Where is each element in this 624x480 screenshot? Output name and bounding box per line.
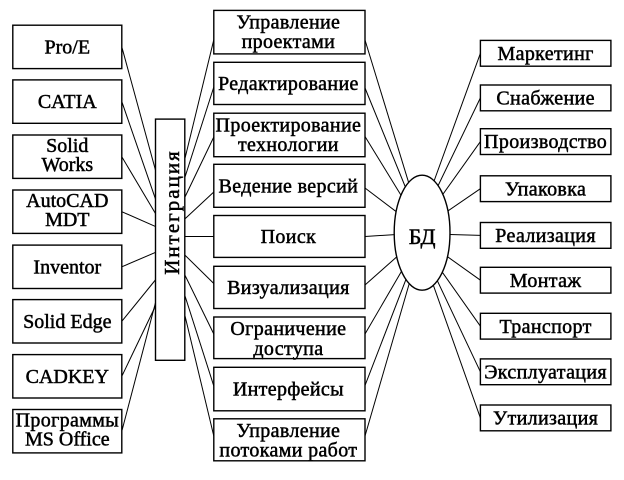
svg-text:Pro/E: Pro/E (45, 37, 91, 59)
svg-text:CADKEY: CADKEY (26, 366, 109, 388)
svg-text:Управление: Управление (236, 420, 340, 442)
svg-text:Транспорт: Транспорт (499, 316, 591, 338)
svg-text:БД: БД (409, 224, 436, 249)
svg-text:Проектирование: Проектирование (216, 114, 362, 136)
svg-text:Solid: Solid (46, 135, 88, 157)
svg-text:Управление: Управление (236, 12, 340, 34)
svg-text:Ведение версий: Ведение версий (219, 175, 359, 197)
svg-text:Маркетинг: Маркетинг (497, 43, 593, 65)
svg-text:Ограничение: Ограничение (230, 318, 346, 340)
svg-text:доступа: доступа (253, 338, 323, 360)
svg-text:технологии: технологии (238, 134, 339, 156)
svg-text:Редактирование: Редактирование (218, 73, 359, 95)
svg-text:Программы: Программы (16, 410, 119, 432)
svg-text:Монтаж: Монтаж (510, 270, 582, 292)
svg-text:Интеграция: Интеграция (160, 149, 184, 274)
svg-text:Снабжение: Снабжение (496, 88, 594, 110)
svg-text:Упаковка: Упаковка (505, 178, 586, 200)
svg-text:MS Office: MS Office (25, 429, 110, 451)
svg-text:CATIA: CATIA (38, 91, 97, 113)
svg-text:Утилизация: Утилизация (493, 408, 598, 430)
svg-text:проектами: проектами (242, 31, 336, 53)
svg-text:Inventor: Inventor (33, 256, 101, 278)
svg-text:AutoCAD: AutoCAD (26, 190, 108, 212)
svg-text:Визуализация: Визуализация (227, 277, 350, 299)
svg-text:MDT: MDT (45, 209, 89, 231)
svg-text:потоками работ: потоками работ (219, 440, 357, 462)
svg-text:Поиск: Поиск (261, 226, 317, 248)
svg-text:Реализация: Реализация (495, 225, 596, 247)
svg-text:Solid Edge: Solid Edge (23, 311, 111, 333)
svg-text:Производство: Производство (484, 131, 607, 153)
svg-text:Эксплуатация: Эксплуатация (484, 361, 607, 383)
svg-text:Интерфейсы: Интерфейсы (233, 379, 344, 401)
svg-text:Works: Works (41, 154, 93, 176)
